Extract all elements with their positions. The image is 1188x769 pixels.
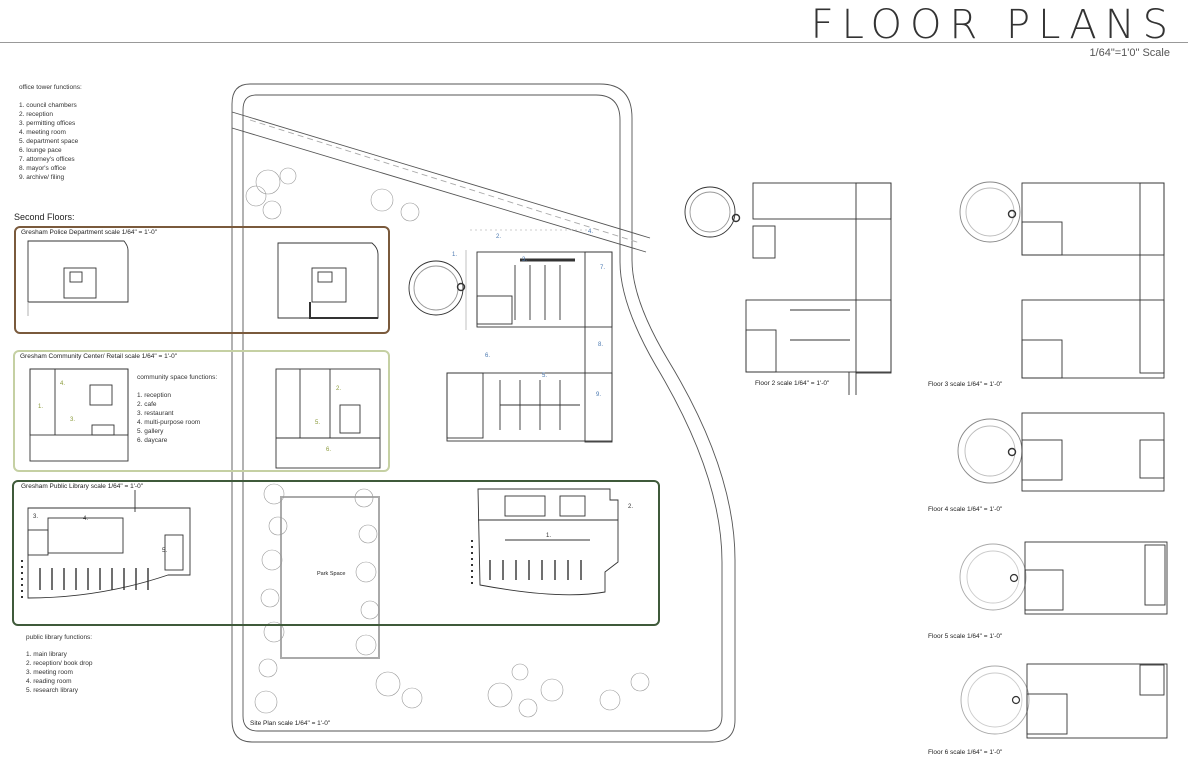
community-plan-2 bbox=[275, 368, 381, 469]
police-plan-2 bbox=[277, 242, 379, 319]
room-tag: 8. bbox=[598, 342, 604, 348]
list-item: 4. reading room bbox=[26, 678, 72, 685]
room-tag: 6. bbox=[326, 447, 332, 453]
floor5-caption: Floor 5 scale 1/64" = 1'-0" bbox=[928, 633, 1003, 640]
site-road-inner bbox=[242, 94, 723, 732]
library-label: Gresham Public Library scale 1/64" = 1'-… bbox=[21, 483, 144, 490]
room-tag: 5. bbox=[162, 548, 168, 554]
room-tag: 4. bbox=[83, 516, 89, 522]
community-frame bbox=[13, 350, 390, 472]
community-functions-heading: community space functions: bbox=[137, 374, 218, 381]
list-item: 3. restaurant bbox=[137, 410, 174, 417]
police-label: Gresham Police Department scale 1/64" = … bbox=[21, 229, 158, 236]
library-stacks bbox=[489, 560, 582, 580]
park-space-label: Park Space bbox=[317, 571, 346, 577]
room-tag: 1. bbox=[38, 404, 44, 410]
list-item: 7. attorney's offices bbox=[19, 156, 75, 163]
room-tag: 5. bbox=[542, 373, 548, 379]
room-tag: 7. bbox=[600, 265, 606, 271]
site-trees bbox=[245, 167, 650, 718]
page-title: FLOOR PLANS bbox=[810, 2, 1176, 48]
community-functions-list: 1. reception 2. cafe 3. restaurant 4. mu… bbox=[137, 391, 200, 445]
room-tag: 1. bbox=[546, 533, 552, 539]
list-item: 6. lounge pace bbox=[19, 147, 62, 154]
list-item: 2. reception bbox=[19, 111, 53, 118]
room-tag: 4. bbox=[588, 229, 594, 235]
floor4-caption: Floor 4 scale 1/64" = 1'-0" bbox=[928, 506, 1003, 513]
police-plan-1 bbox=[27, 240, 129, 316]
list-item: 8. mayor's office bbox=[19, 165, 67, 172]
list-item: 2. reception/ book drop bbox=[26, 660, 93, 667]
floor3-caption: Floor 3 scale 1/64" = 1'-0" bbox=[928, 381, 1003, 388]
title-divider bbox=[0, 42, 1188, 43]
floor2-caption: Floor 2 scale 1/64" = 1'-0" bbox=[755, 380, 830, 387]
room-tag: 6. bbox=[485, 353, 491, 359]
library-frame bbox=[12, 480, 660, 626]
list-item: 9. archive/ filing bbox=[19, 174, 65, 181]
list-item: 2. cafe bbox=[137, 401, 157, 408]
floor3-plan bbox=[959, 181, 1165, 379]
room-tag: 2. bbox=[336, 386, 342, 392]
library-2nd-stacks bbox=[21, 560, 149, 600]
list-item: 1. main library bbox=[26, 651, 67, 658]
park-space-rect bbox=[280, 496, 380, 659]
list-item: 1. council chambers bbox=[19, 102, 77, 109]
library-functions-heading: public library functions: bbox=[26, 634, 93, 641]
office-functions-heading: office tower functions: bbox=[19, 84, 82, 91]
list-item: 5. research library bbox=[26, 687, 79, 694]
floor6-caption: Floor 6 scale 1/64" = 1'-0" bbox=[928, 749, 1003, 756]
community-plan-1 bbox=[29, 368, 129, 462]
list-item: 4. multi-purpose room bbox=[137, 419, 201, 426]
site-road-outer bbox=[231, 83, 736, 743]
list-item: 1. reception bbox=[137, 392, 171, 399]
library-plan-2nd bbox=[27, 490, 191, 599]
room-tag: 5. bbox=[315, 420, 321, 426]
site-office-tower bbox=[408, 229, 613, 443]
floor2-plan bbox=[684, 182, 892, 395]
list-item: 6. daycare bbox=[137, 437, 168, 444]
floor4-plan bbox=[957, 412, 1165, 492]
list-item: 3. permitting offices bbox=[19, 120, 76, 127]
second-floors-heading: Second Floors: bbox=[14, 212, 75, 222]
site-library-plan bbox=[471, 488, 619, 596]
room-tag: 3. bbox=[70, 417, 76, 423]
room-tag: 2. bbox=[628, 504, 634, 510]
list-item: 4. meeting room bbox=[19, 129, 66, 136]
title-scale: 1/64"=1'0" Scale bbox=[1089, 47, 1170, 59]
list-item: 5. gallery bbox=[137, 428, 164, 435]
room-tag: 9. bbox=[596, 392, 602, 398]
room-tag: 3. bbox=[522, 257, 528, 263]
floor6-plan bbox=[960, 663, 1168, 739]
site-plan-caption: Site Plan scale 1/64" = 1'-0" bbox=[250, 720, 331, 727]
community-label: Gresham Community Center/ Retail scale 1… bbox=[20, 353, 178, 360]
list-item: 3. meeting room bbox=[26, 669, 73, 676]
police-frame bbox=[14, 226, 390, 334]
library-functions-list: 1. main library 2. reception/ book drop … bbox=[26, 650, 93, 695]
room-tag: 3. bbox=[33, 514, 39, 520]
room-tag: 2. bbox=[496, 234, 502, 240]
room-tag: 1. bbox=[452, 252, 458, 258]
floor5-plan bbox=[959, 541, 1168, 615]
office-functions-list: 1. council chambers 2. reception 3. perm… bbox=[19, 101, 78, 182]
list-item: 5. department space bbox=[19, 138, 79, 145]
room-tag: 4. bbox=[60, 381, 66, 387]
